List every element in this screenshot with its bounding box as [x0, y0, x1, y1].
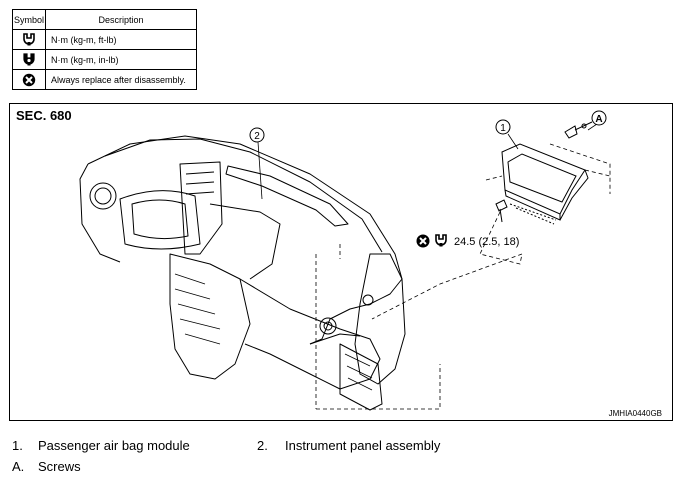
legend-symbol-cell — [12, 69, 46, 90]
callout-1 — [495, 119, 511, 135]
legend-row: Always replace after disassembly. — [12, 69, 197, 90]
callout-a — [591, 110, 607, 126]
figure-frame: SEC. 680 — [9, 103, 673, 421]
always-replace-icon — [22, 73, 36, 86]
caption-1-number: 1. — [12, 438, 23, 453]
legend-header-description: Description — [45, 9, 197, 30]
bolt-drawing — [495, 199, 508, 223]
torque-wrench-ftlb-icon — [23, 33, 35, 46]
legend-header-row: Symbol Description — [12, 9, 197, 30]
caption-1-text: Passenger air bag module — [38, 438, 190, 453]
caption-a-number: A. — [12, 459, 25, 474]
caption-2-text: Instrument panel assembly — [285, 438, 441, 453]
torque-wrench-inlb-icon — [23, 53, 35, 66]
legend-symbol-cell — [12, 49, 46, 70]
torque-wrench-ftlb-icon — [435, 234, 447, 247]
air-bag-module-drawing — [501, 143, 589, 225]
caption-2-number: 2. — [257, 438, 268, 453]
always-replace-icon — [416, 234, 430, 248]
legend-row: N·m (kg-m, in-lb) — [12, 49, 197, 70]
legend-row: N·m (kg-m, ft-lb) — [12, 29, 197, 50]
screw-drawing — [564, 121, 593, 139]
symbol-legend-table: Symbol Description N·m (kg-m, ft-lb) N·m… — [12, 9, 197, 90]
caption-a-text: Screws — [38, 459, 81, 474]
callout-a-label: A — [595, 114, 602, 125]
legend-header-symbol: Symbol — [12, 9, 46, 30]
torque-spec: 24.5 (2.5, 18) — [454, 236, 520, 248]
legend-description: N·m (kg-m, in-lb) — [45, 49, 197, 70]
section-label: SEC. 680 — [16, 108, 72, 123]
legend-description: Always replace after disassembly. — [45, 69, 197, 90]
figure-code: JMHIA0440GB — [608, 409, 662, 418]
callout-2-label: 2 — [254, 131, 260, 142]
instrument-panel-diagram: 1 2 A — [79, 110, 611, 411]
instrument-panel-outline — [87, 135, 403, 345]
legend-symbol-cell — [12, 29, 46, 50]
legend-description: N·m (kg-m, ft-lb) — [45, 29, 197, 50]
callout-1-label: 1 — [500, 123, 506, 134]
callout-2 — [249, 127, 265, 143]
